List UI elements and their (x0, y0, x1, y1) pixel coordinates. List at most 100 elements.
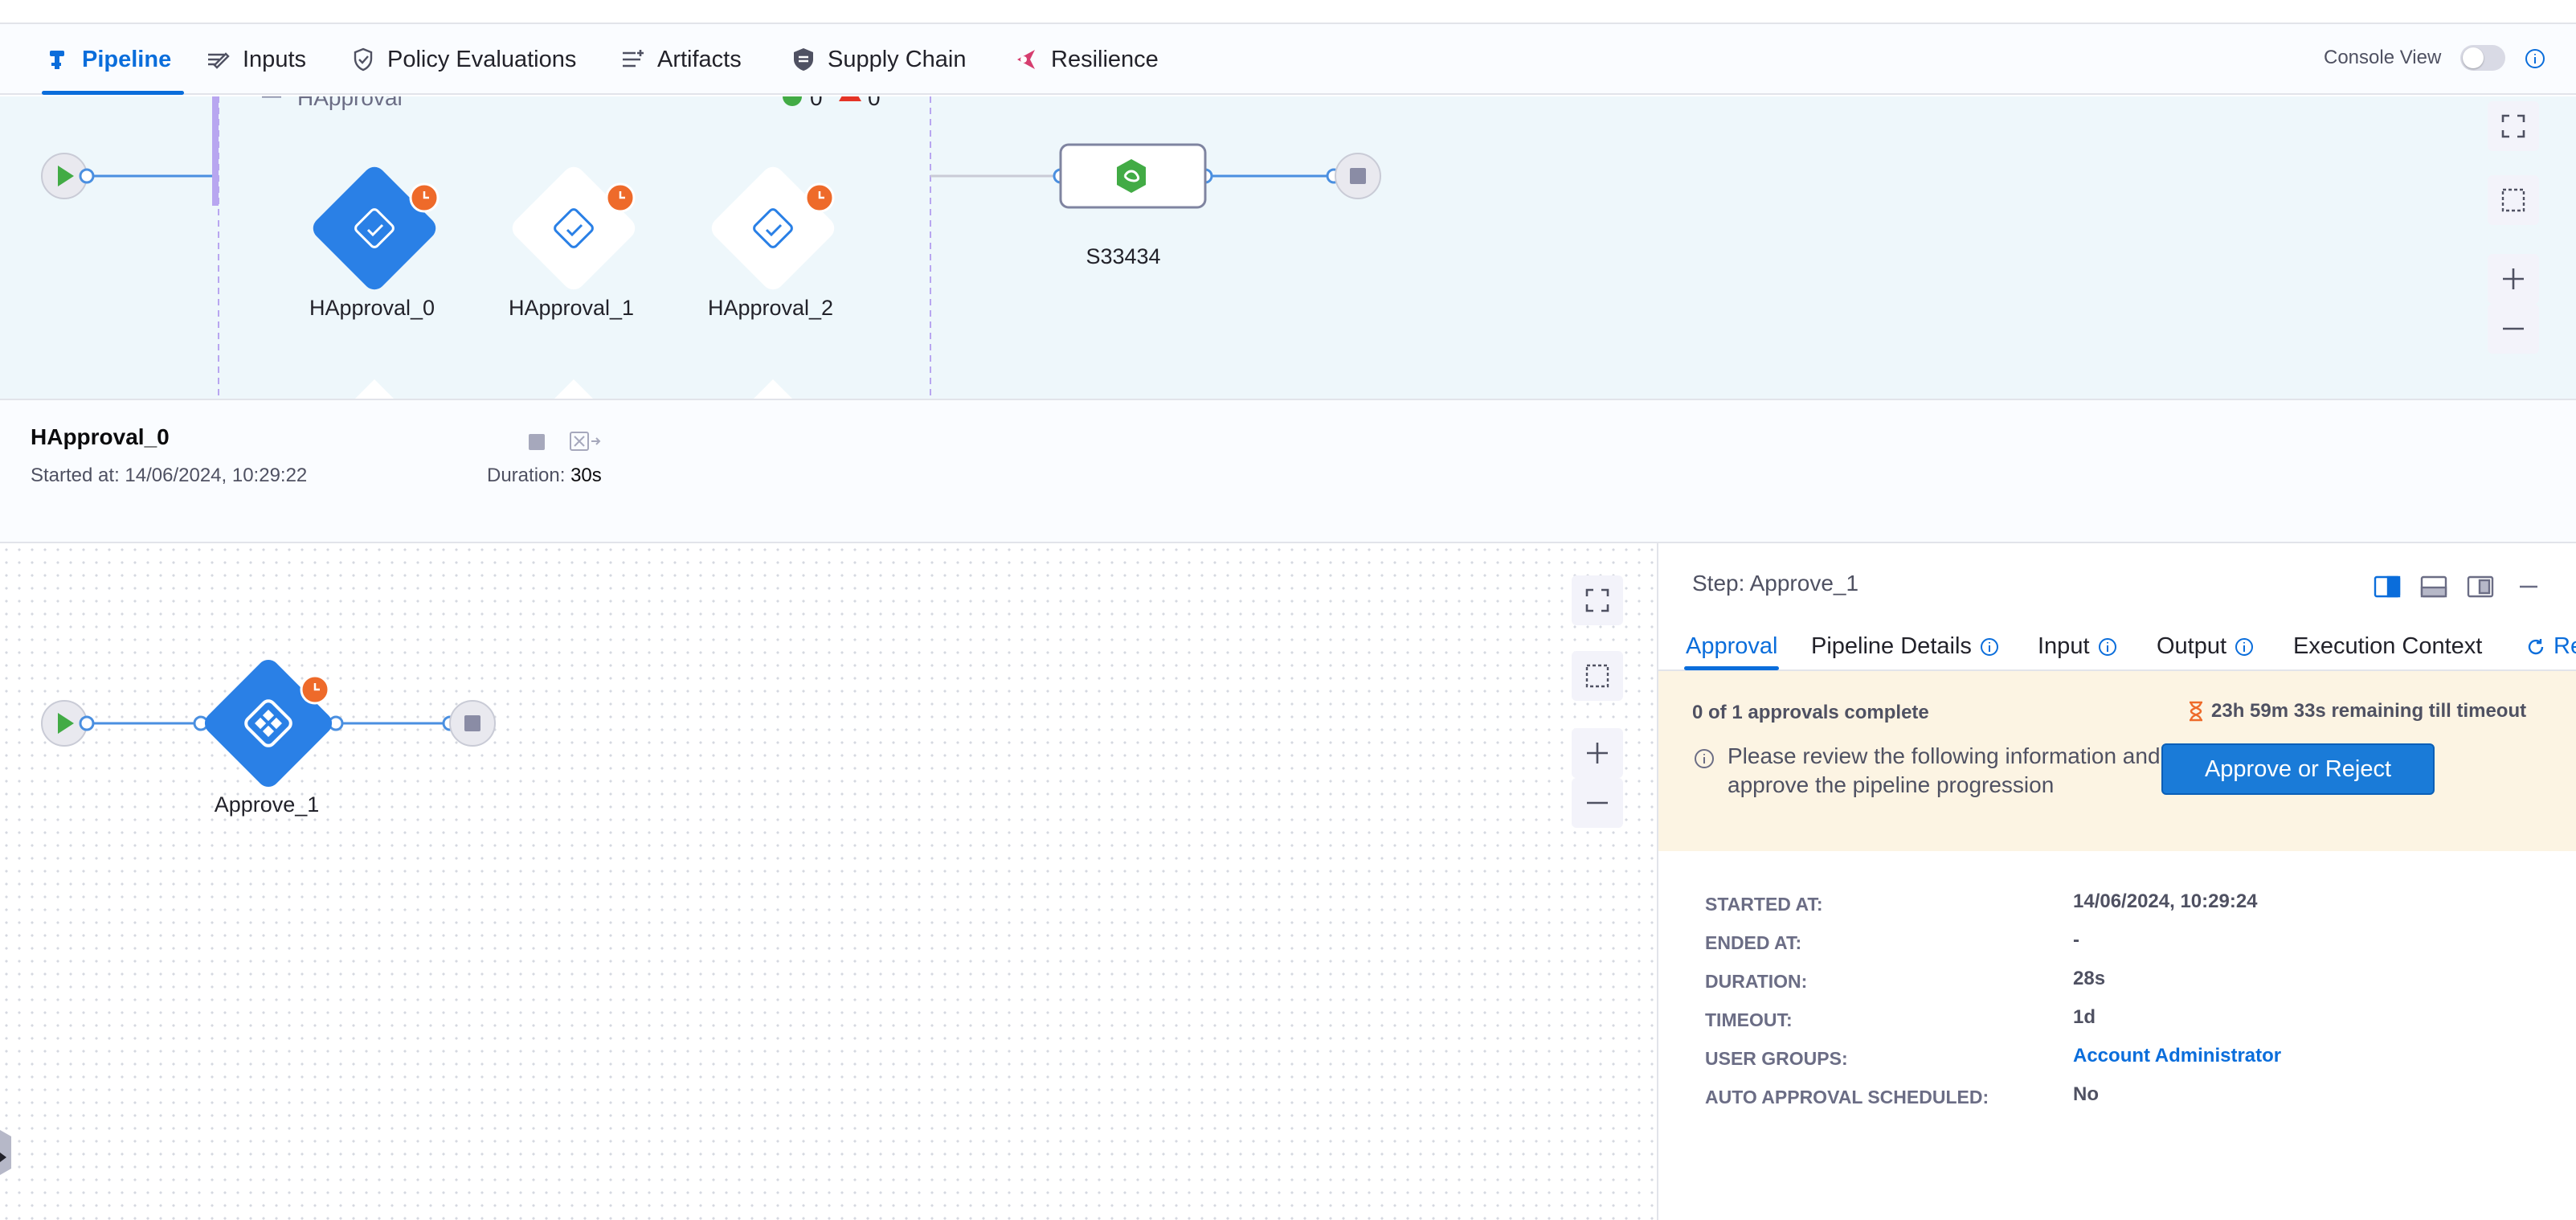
refresh-button[interactable]: Re (2526, 633, 2576, 660)
detail-value: 14/06/2024, 10:29:24 (2073, 890, 2258, 912)
detail-value: 1d (2073, 1006, 2096, 1028)
active-tab-indicator (1684, 666, 1779, 670)
zoom-in-button[interactable] (1572, 728, 1623, 778)
minus-icon (2503, 327, 2524, 330)
layout-bottom-icon[interactable] (2420, 575, 2447, 598)
node-label: Approve_1 (214, 792, 320, 817)
info-icon (2098, 637, 2116, 656)
approval-banner: 0 of 1 approvals complete 23h 59m 33s re… (1658, 671, 2576, 851)
refresh-icon (2528, 638, 2544, 654)
select-area-button[interactable] (1572, 651, 1623, 701)
top-strip (0, 0, 2576, 24)
approval-node-1[interactable] (525, 180, 622, 276)
stop-icon (1350, 168, 1366, 184)
detail-key: TIMEOUT: (1705, 1009, 1793, 1030)
tab-label: Artifacts (657, 46, 742, 72)
expand-icon (2501, 114, 2525, 138)
console-view-toggle[interactable] (2460, 45, 2505, 71)
tab-approval[interactable]: Approval (1686, 633, 1777, 660)
stage-node-s33434[interactable] (1061, 145, 1205, 207)
stop-icon[interactable] (527, 432, 546, 452)
info-icon[interactable] (2525, 48, 2545, 69)
tab-label: Resilience (1051, 46, 1159, 72)
zoom-in-button[interactable] (2488, 254, 2539, 304)
step-graph-canvas[interactable]: Approve_1 (0, 543, 1657, 1220)
stage-duration: Duration: 30s (487, 465, 602, 487)
marquee-icon (1585, 664, 1609, 688)
step-details-panel: Step: Approve_1 Approval Pipeline Detail… (1657, 543, 2576, 1220)
info-icon (1695, 749, 1714, 768)
stage-title: HApproval_0 (31, 424, 170, 449)
approval-node-2[interactable] (725, 180, 821, 276)
approve-or-reject-button[interactable]: Approve or Reject (2161, 743, 2435, 795)
tab-label: Execution Context (2293, 633, 2483, 659)
tab-label: Supply Chain (828, 46, 967, 72)
tab-supply-chain[interactable]: Supply Chain (791, 24, 967, 95)
tab-label: Re (2554, 633, 2576, 659)
tab-label: Output (2157, 633, 2227, 659)
select-area-button[interactable] (2488, 175, 2539, 225)
supply-chain-icon (794, 48, 813, 71)
detail-key: AUTO APPROVAL SCHEDULED: (1705, 1087, 1989, 1107)
timeout-remaining: 23h 59m 33s remaining till timeout (2187, 700, 2526, 723)
detail-key: DURATION: (1705, 971, 1808, 992)
fit-to-screen-button[interactable] (2488, 101, 2539, 151)
detail-key: ENDED AT: (1705, 932, 1802, 953)
approval-step-node[interactable] (217, 672, 321, 776)
duration-value: 30s (570, 465, 602, 486)
fit-to-screen-button[interactable] (1572, 575, 1623, 625)
node-label: HApproval_2 (707, 296, 834, 320)
tab-policy-evaluations[interactable]: Policy Evaluations (350, 24, 576, 95)
stage-started-at: Started at: 14/06/2024, 10:29:22 (31, 465, 307, 487)
group-label: HApproval (297, 96, 403, 110)
resilience-icon (1017, 50, 1035, 69)
tab-artifacts[interactable]: Artifacts (620, 24, 742, 95)
zoom-out-button[interactable] (1572, 778, 1623, 828)
duration-label: Duration: (487, 465, 566, 486)
tab-execution-context[interactable]: Execution Context (2293, 633, 2482, 660)
info-icon (2235, 637, 2254, 656)
node-label: HApproval_0 (309, 296, 435, 320)
pipeline-graph-canvas[interactable]: HApproval 0 0 HApproval_0 HApproval_1 HA… (0, 96, 2576, 399)
plus-icon (2503, 268, 2524, 289)
tab-label: Approval (1686, 633, 1778, 659)
hourglass-icon (2190, 701, 2202, 722)
console-view-label: Console View (2324, 47, 2442, 68)
zoom-out-button[interactable] (2488, 304, 2539, 354)
tab-resilience[interactable]: Resilience (1014, 24, 1159, 95)
tab-output[interactable]: Output (2157, 633, 2254, 660)
artifacts-icon (623, 50, 644, 68)
abort-icon[interactable] (569, 429, 601, 453)
marquee-icon (2501, 188, 2525, 212)
layout-right-icon[interactable] (2374, 575, 2401, 598)
node-label: HApproval_1 (508, 296, 635, 320)
plus-icon (1587, 743, 1608, 764)
user-group-link[interactable]: Account Administrator (2073, 1045, 2282, 1066)
expand-icon (1585, 588, 1609, 612)
detail-value: - (2073, 929, 2079, 951)
tab-label: Pipeline (82, 46, 172, 72)
started-value: 14/06/2024, 10:29:22 (125, 465, 308, 486)
tab-input[interactable]: Input (2038, 633, 2117, 660)
tab-label: Pipeline Details (1811, 633, 1972, 659)
tab-pipeline[interactable]: Pipeline (41, 24, 185, 95)
detail-value: No (2073, 1083, 2099, 1105)
node-label: S33434 (1086, 244, 1161, 268)
play-icon (58, 166, 74, 186)
tab-inputs[interactable]: Inputs (206, 24, 306, 95)
approval-node-0[interactable] (326, 180, 423, 276)
started-label: Started at: (31, 465, 120, 486)
step-title: Step: Approve_1 (1692, 571, 1859, 596)
pipeline-graph-lines (41, 96, 1381, 399)
inputs-icon (208, 52, 230, 69)
minimize-icon[interactable] (2515, 575, 2542, 598)
policy-icon (354, 47, 373, 72)
timeout-text: 23h 59m 33s remaining till timeout (2211, 700, 2527, 722)
layout-float-icon[interactable] (2467, 575, 2494, 598)
tab-label: Policy Evaluations (387, 46, 577, 72)
tab-label: Inputs (243, 46, 306, 72)
approval-message: Please review the following information … (1728, 743, 2161, 797)
success-count: 0 (810, 96, 823, 110)
tab-pipeline-details[interactable]: Pipeline Details (1811, 633, 1999, 660)
info-icon (1980, 637, 1998, 656)
